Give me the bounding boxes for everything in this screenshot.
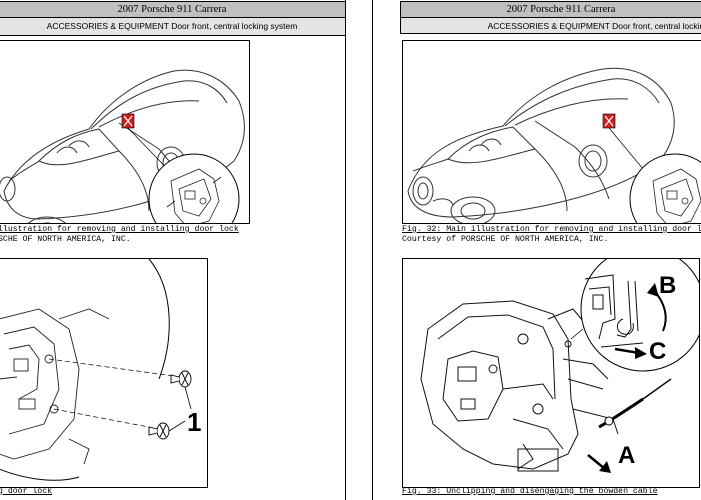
bowden-cable-drawing: A B C bbox=[420, 259, 699, 473]
page-header-title: 2007 Porsche 911 Carrera bbox=[0, 1, 346, 18]
door-lock-screws-drawing: 1 bbox=[0, 259, 201, 481]
clip-inset-circle bbox=[580, 259, 699, 372]
figure-credit: SCHE OF NORTH AMERICA, INC. bbox=[0, 235, 131, 244]
figure-caption: g door lock bbox=[0, 487, 53, 496]
screw-lower bbox=[148, 422, 170, 440]
figure-caption: llustration for removing and installing … bbox=[0, 225, 239, 234]
figure-car-illustration bbox=[0, 40, 250, 224]
callout-b: B bbox=[659, 272, 676, 299]
page-header-subtitle: ACCESSORIES & EQUIPMENT Door front, cent… bbox=[400, 17, 701, 34]
left-page: 2007 Porsche 911 Carrera ACCESSORIES & E… bbox=[0, 0, 346, 500]
callout-a: A bbox=[618, 442, 635, 469]
figure-caption: Fig. 32: Main illustration for removing … bbox=[402, 225, 701, 234]
figure-credit: Courtesy of PORSCHE OF NORTH AMERICA, IN… bbox=[402, 235, 609, 244]
page-edge-left bbox=[345, 0, 346, 500]
door-lock-inset-circle bbox=[629, 153, 701, 223]
figure-car-illustration bbox=[402, 40, 701, 224]
figure-bowden-cable: A B C bbox=[402, 258, 700, 488]
car-drawing bbox=[0, 69, 245, 223]
figure-caption: Fig. 33: Unclipping and disengaging the … bbox=[402, 487, 658, 496]
right-page: 2007 Porsche 911 Carrera ACCESSORIES & E… bbox=[400, 0, 701, 500]
callout-c: C bbox=[649, 338, 666, 365]
callout-1: 1 bbox=[187, 407, 201, 437]
figure-door-lock-screws: 1 bbox=[0, 258, 208, 488]
car-drawing bbox=[407, 67, 701, 223]
page-edge-right bbox=[372, 0, 373, 500]
page-header-title: 2007 Porsche 911 Carrera bbox=[400, 1, 701, 18]
screw-upper bbox=[170, 370, 192, 388]
page-header-subtitle: ACCESSORIES & EQUIPMENT Door front, cent… bbox=[0, 17, 346, 36]
